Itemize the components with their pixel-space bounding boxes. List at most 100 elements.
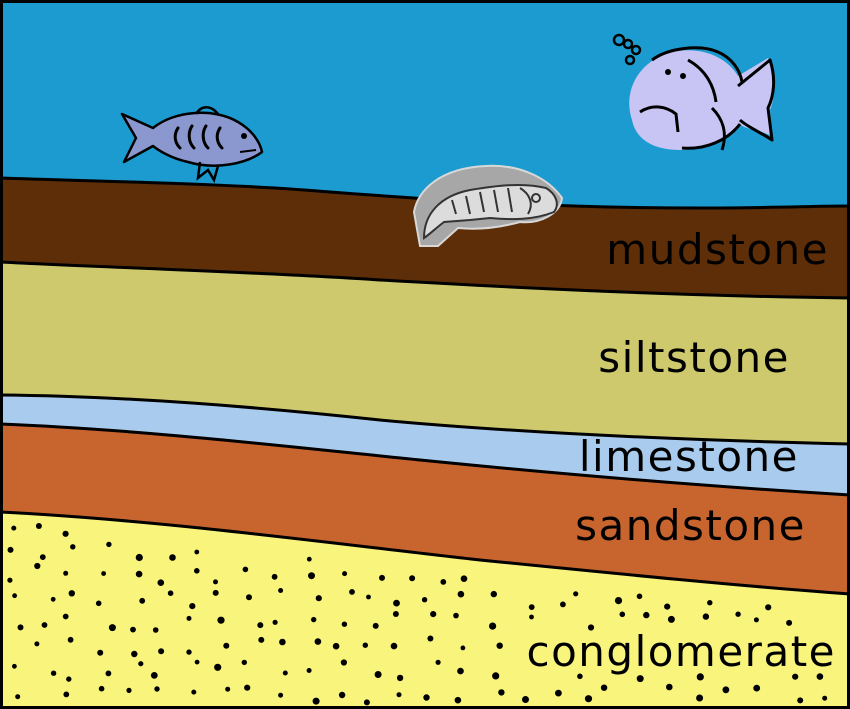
pebble [457,590,465,598]
pebble [636,675,644,683]
layer-boundaries [0,176,850,596]
pebble [105,670,112,677]
pebble [374,671,382,678]
pebble [106,541,112,548]
pebble [308,572,315,580]
pebble [792,673,799,680]
pebble [338,691,346,699]
pebble [529,614,534,620]
pebble [489,622,497,630]
pebble [396,692,402,698]
pebble [393,599,400,607]
conglomerate-pebbles [7,523,828,706]
mudstone-label: mudstone [606,225,829,274]
pebble [311,616,317,623]
pebble [306,668,312,673]
pebble [753,617,759,623]
pebble [214,663,222,671]
pebble [457,667,464,675]
pebble [342,571,348,577]
pebble [430,611,437,618]
pebble [97,649,104,656]
pebble [67,636,74,643]
limestone-label: limestone [579,432,799,481]
pebble [11,525,17,531]
pebble [70,544,76,550]
pebble [392,611,399,617]
pebble [636,593,643,600]
fossil-fish-icon [412,164,564,247]
pebble [349,589,355,595]
pebble [362,642,368,648]
pebble [12,663,17,669]
pebble [584,695,593,703]
pebble [696,673,704,681]
pebble [50,596,56,602]
pebble [154,686,160,692]
conglomerate-label: conglomerate [527,627,837,676]
pebble [619,611,626,618]
pebble [68,590,76,597]
pebble [390,642,398,650]
pebble [396,674,404,682]
pebble [492,672,500,680]
pebble [460,575,468,582]
pebble [372,622,379,629]
pebble [753,684,761,692]
pebble [15,694,21,700]
pebble [130,626,136,633]
pebble [158,648,165,655]
round-fish-icon [629,46,776,151]
pebble [41,622,48,628]
pebble [257,622,264,629]
pebble [213,579,218,585]
pebble [271,573,278,580]
pebble [522,696,529,703]
pebble [765,604,772,611]
pebble [614,597,623,605]
pebble [66,676,72,682]
pebble [735,611,741,617]
pebble [340,659,347,666]
pebble [101,571,106,576]
pebble [95,600,102,607]
pebble [528,604,535,610]
pebble [189,603,196,610]
pebble [643,611,650,619]
pebble [34,641,40,647]
pebble [17,624,24,631]
pebble [460,645,466,651]
pebble [363,699,370,706]
pebble [212,589,219,596]
pebble [421,597,428,603]
pebble [138,661,144,667]
pebble [577,673,583,680]
pebble [152,627,159,633]
pebble [217,616,225,624]
pebble [664,603,671,610]
pebble [341,621,348,627]
pebble [707,600,713,606]
pebble [667,615,675,623]
pebble [666,683,673,691]
pebble [786,619,793,626]
pebble [35,523,42,529]
pebble [822,695,828,701]
pebble [272,619,278,625]
pebble [587,624,595,631]
pebble [186,649,192,655]
pebble [435,659,441,665]
pebble [98,685,105,692]
pebble [244,684,251,691]
pebble [157,579,165,586]
pebble [50,670,57,676]
pebble [314,638,322,645]
pebble [279,638,286,646]
pebble [366,594,371,600]
pebble [312,697,320,705]
pebble [167,590,174,596]
pebble [722,686,730,694]
